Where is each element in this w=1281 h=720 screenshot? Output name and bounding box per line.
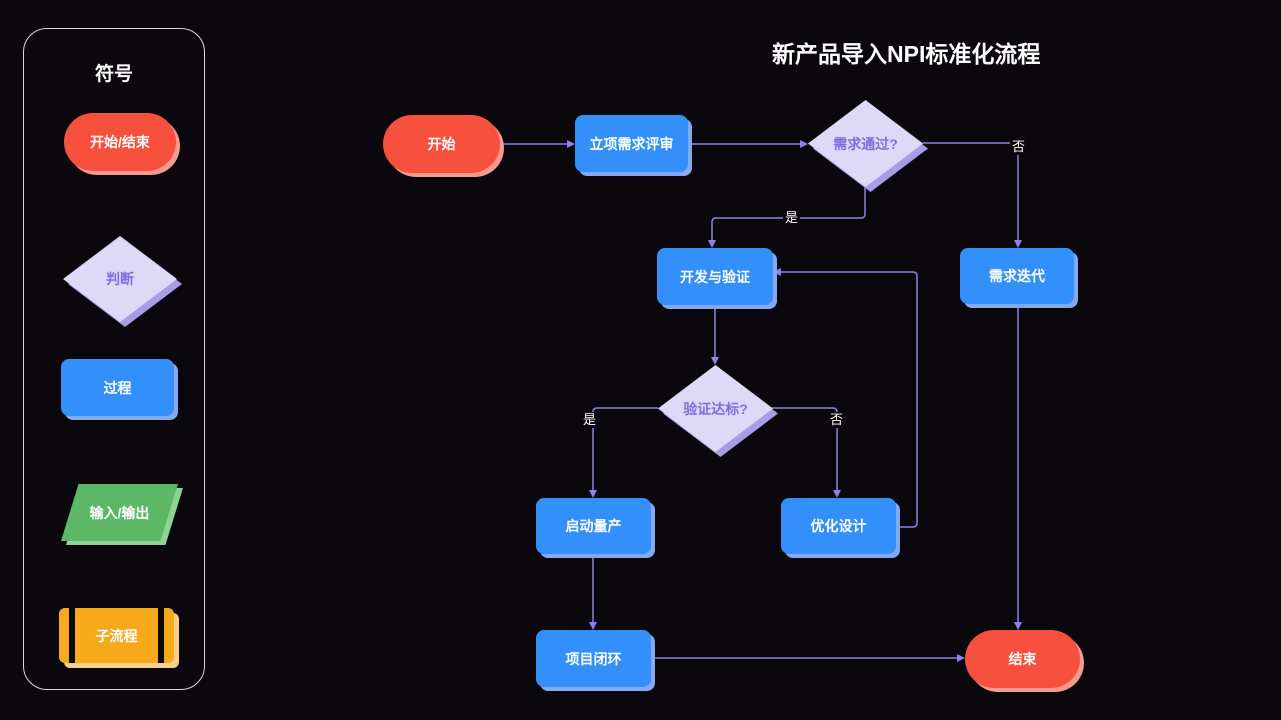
legend-item-decision[interactable]: 判断: [63, 236, 177, 322]
flowchart-title: 新产品导入NPI标准化流程: [772, 41, 1041, 67]
legend-terminator-label: 开始/结束: [90, 134, 150, 150]
edge-label-no-verify: 否: [828, 412, 846, 428]
legend-subprocess-label: 子流程: [95, 627, 138, 644]
legend-title: 符号: [94, 64, 133, 85]
node-start-label: 开始: [427, 136, 456, 152]
legend-io-label: 输入/输出: [89, 504, 150, 521]
node-production-label: 启动量产: [565, 518, 622, 534]
node-optimize[interactable]: 优化设计: [781, 498, 896, 554]
legend-process-label: 过程: [103, 379, 132, 396]
legend-item-process[interactable]: 过程: [61, 359, 174, 416]
node-decision-verify[interactable]: 验证达标?: [658, 365, 773, 452]
legend-item-io[interactable]: 输入/输出: [61, 484, 178, 541]
legend-decision-label: 判断: [106, 271, 134, 287]
edge-label-yes-verify: 是: [581, 412, 599, 428]
node-start[interactable]: 开始: [383, 115, 500, 173]
node-closure-label: 项目闭环: [565, 650, 622, 667]
node-iterate[interactable]: 需求迭代: [960, 248, 1074, 304]
node-develop-label: 开发与验证: [680, 268, 750, 285]
edge-label-no-requirement: 否: [1010, 139, 1028, 155]
node-review-label: 立项需求评审: [589, 135, 674, 152]
node-review[interactable]: 立项需求评审: [575, 115, 688, 172]
legend-panel: 符号 开始/结束 判断 过程 输入/输出 子流程: [23, 28, 205, 690]
node-end[interactable]: 结束: [965, 630, 1080, 688]
legend-item-terminator[interactable]: 开始/结束: [64, 113, 176, 171]
node-end-label: 结束: [1008, 651, 1037, 667]
subprocess-bar-right: [158, 608, 164, 663]
node-optimize-label: 优化设计: [810, 518, 867, 534]
node-decision-requirement-label: 需求通过?: [833, 135, 898, 152]
node-iterate-label: 需求迭代: [989, 268, 1045, 284]
edge-label-yes-requirement: 是: [783, 210, 801, 226]
node-production[interactable]: 启动量产: [536, 498, 651, 554]
node-develop[interactable]: 开发与验证: [657, 248, 773, 305]
subprocess-bar-left: [69, 608, 75, 663]
node-decision-verify-label: 验证达标?: [683, 400, 748, 417]
node-closure[interactable]: 项目闭环: [536, 630, 651, 687]
node-decision-requirement[interactable]: 需求通过?: [808, 100, 923, 187]
legend-item-subprocess[interactable]: 子流程: [59, 608, 174, 663]
